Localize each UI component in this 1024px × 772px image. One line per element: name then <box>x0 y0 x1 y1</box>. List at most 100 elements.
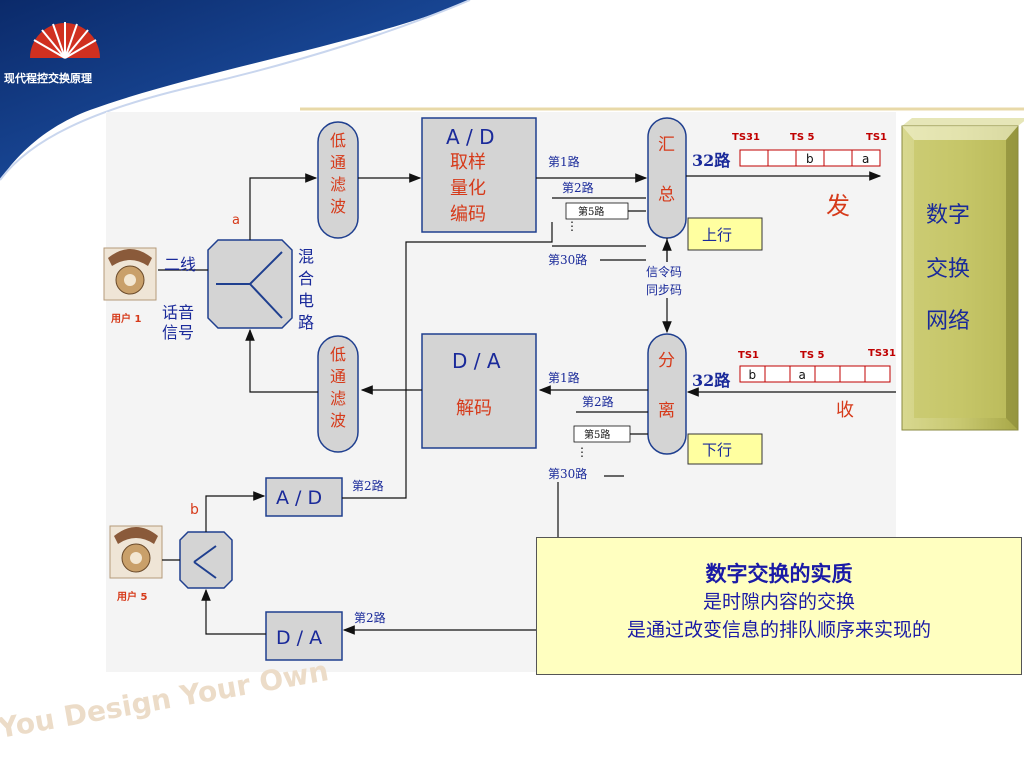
da-converter-small <box>265 611 343 661</box>
arrow <box>201 588 266 635</box>
voice-label-1: 话音 <box>162 303 194 322</box>
down-ch1: 第1路 <box>548 370 580 385</box>
recv-frame-cell <box>839 365 866 383</box>
phone-icon <box>109 525 163 579</box>
down-ch2: 第2路 <box>582 394 614 409</box>
lpf-bot-c4: 波 <box>330 411 346 430</box>
mux-c2: 总 <box>658 185 675 205</box>
hybrid-label-3: 电 <box>298 291 314 310</box>
ch2-ad-label: 第2路 <box>352 478 384 493</box>
demux-c2: 离 <box>658 401 675 421</box>
user1-label: 用户 1 <box>110 312 141 325</box>
da-top-line1: 解码 <box>456 398 492 419</box>
port-a-label: a <box>232 213 240 228</box>
hybrid-label-2: 合 <box>298 269 314 288</box>
up-ch30: 第30路 <box>548 252 587 267</box>
recv-frame-cell <box>864 365 891 383</box>
downlink-badge <box>687 433 763 465</box>
switch-line2: 交换 <box>926 257 970 282</box>
da-converter-top <box>421 333 537 449</box>
recv-frame-cell-label: b <box>749 368 757 382</box>
course-title: 现代程控交换原理 <box>4 71 92 85</box>
lpf-top <box>317 121 359 239</box>
lpf-bot-c3: 滤 <box>330 389 346 408</box>
ad-small-title: A / D <box>276 487 322 509</box>
summary-note: 数字交换的实质 是时隙内容的交换 是通过改变信息的排队顺序来实现的 <box>536 537 1022 675</box>
send-frame-cell <box>851 149 881 167</box>
signal-code-1: 信令码 <box>646 264 682 279</box>
up-ch5: 第5路 <box>578 205 604 218</box>
hybrid-label-1: 混 <box>298 247 314 266</box>
recv-ts5: TS 5 <box>800 350 825 361</box>
uplink-label: 上行 <box>702 226 732 244</box>
up-ch1: 第1路 <box>548 154 580 169</box>
signal-code-2: 同步码 <box>646 283 682 297</box>
recv-frame-cell-label: a <box>799 368 806 382</box>
recv-lanes: 32路 <box>692 371 731 390</box>
ad-top-line1: 取样 <box>450 152 486 173</box>
demux-block <box>647 333 687 455</box>
mux-c1: 汇 <box>658 135 675 155</box>
send-ts5: TS 5 <box>790 132 815 143</box>
send-direction: 发 <box>826 192 850 220</box>
recv-direction: 收 <box>836 400 854 421</box>
recv-frame-cell <box>764 365 791 383</box>
ad-converter-top <box>421 117 537 233</box>
hybrid-circuit-1 <box>207 239 293 329</box>
port-b-label: b <box>190 502 199 518</box>
header-decoration <box>0 0 1024 181</box>
downlink-label: 下行 <box>702 441 732 459</box>
signal-label-bg <box>644 262 696 298</box>
recv-ts31: TS31 <box>868 348 896 359</box>
ad-converter-small <box>265 477 343 517</box>
demux-c1: 分 <box>658 351 675 371</box>
lpf-top-c2: 通 <box>330 153 346 172</box>
arrow <box>205 491 266 532</box>
ad-top-title: A / D <box>446 125 495 149</box>
da-top-title: D / A <box>452 349 501 373</box>
switch-line1: 数字 <box>926 203 970 228</box>
logo-icon <box>30 22 100 59</box>
send-frame-cell-label: a <box>862 152 869 166</box>
send-frame-cell <box>823 149 853 167</box>
switch-network-panel <box>901 118 1024 431</box>
voice-label-2: 信号 <box>162 323 194 342</box>
hybrid-label-4: 路 <box>298 313 314 332</box>
note-title: 数字交换的实质 <box>705 562 853 586</box>
switch-line3: 网络 <box>926 309 970 334</box>
user5-label: 用户 5 <box>116 590 147 603</box>
two-wire-label: 二线 <box>164 255 196 274</box>
hybrid-circuit-5 <box>179 531 233 589</box>
ch2-da-label: 第2路 <box>354 610 386 625</box>
uplink-badge <box>687 217 763 251</box>
send-ts1: TS1 <box>866 132 887 143</box>
lpf-top-c3: 滤 <box>330 175 346 194</box>
up-ch2: 第2路 <box>562 180 594 195</box>
send-frame-cell <box>739 149 769 167</box>
lpf-bot-c1: 低 <box>330 345 346 364</box>
send-ts31: TS31 <box>732 132 760 143</box>
dots: ⋮ <box>576 445 588 459</box>
lpf-top-c4: 波 <box>330 197 346 216</box>
send-frame-cell-label: b <box>806 152 814 166</box>
arrow <box>249 173 318 240</box>
lpf-top-c1: 低 <box>330 131 346 150</box>
phone-icon <box>103 247 157 301</box>
down-ch30: 第30路 <box>548 466 587 481</box>
wire <box>342 222 553 499</box>
ad-top-line2: 量化 <box>450 178 486 199</box>
recv-frame-cell <box>814 365 841 383</box>
da-small-title: D / A <box>276 627 322 649</box>
lpf-bottom <box>317 335 359 453</box>
send-lanes: 32路 <box>692 151 731 170</box>
dots: ⋮ <box>566 219 578 233</box>
send-frame-cell <box>767 149 797 167</box>
note-line1: 是时隙内容的交换 <box>702 591 855 613</box>
ad-top-line3: 编码 <box>450 204 486 225</box>
recv-ts1: TS1 <box>738 350 759 361</box>
arrow <box>245 328 318 393</box>
